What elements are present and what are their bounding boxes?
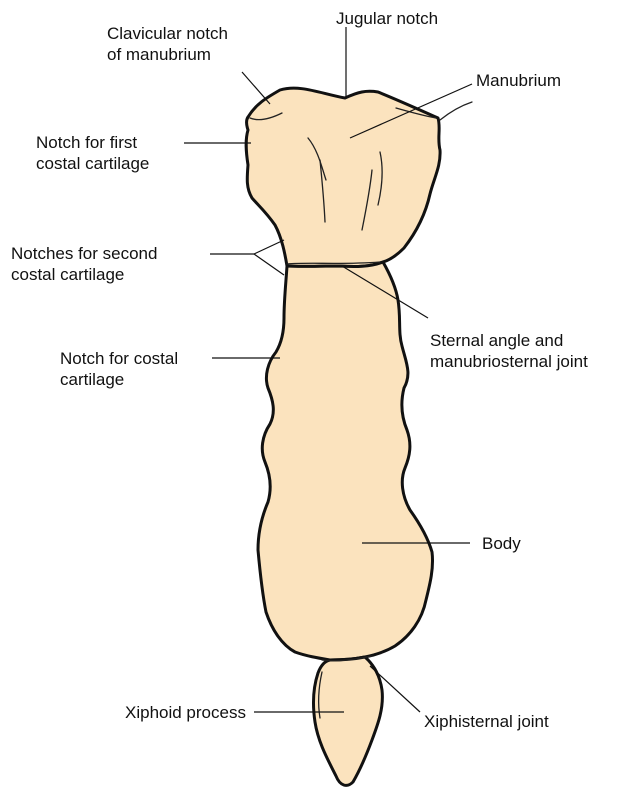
xiphoid-process-shape xyxy=(314,657,383,785)
label-clavicular-notch: Clavicular notch of manubrium xyxy=(107,23,228,65)
leader-clavicular-notch xyxy=(242,72,270,104)
label-costal-notch: Notch for costal cartilage xyxy=(60,348,178,390)
label-xiphisternal-joint: Xiphisternal joint xyxy=(424,711,549,732)
label-xiphoid-process: Xiphoid process xyxy=(125,702,246,723)
leader-second-costal-notch-c xyxy=(254,254,284,275)
cartilage-stub-icon xyxy=(440,102,472,120)
body-shape xyxy=(258,262,433,660)
label-second-costal-notches: Notches for second costal cartilage xyxy=(11,243,157,285)
label-first-costal-notch: Notch for first costal cartilage xyxy=(36,132,149,174)
label-sternal-angle: Sternal angle and manubriosternal joint xyxy=(430,330,588,372)
leader-second-costal-notch-b xyxy=(254,240,284,254)
manubrium-shape xyxy=(246,88,440,266)
label-jugular-notch: Jugular notch xyxy=(336,8,438,29)
label-body: Body xyxy=(482,533,521,554)
label-manubrium: Manubrium xyxy=(476,70,561,91)
